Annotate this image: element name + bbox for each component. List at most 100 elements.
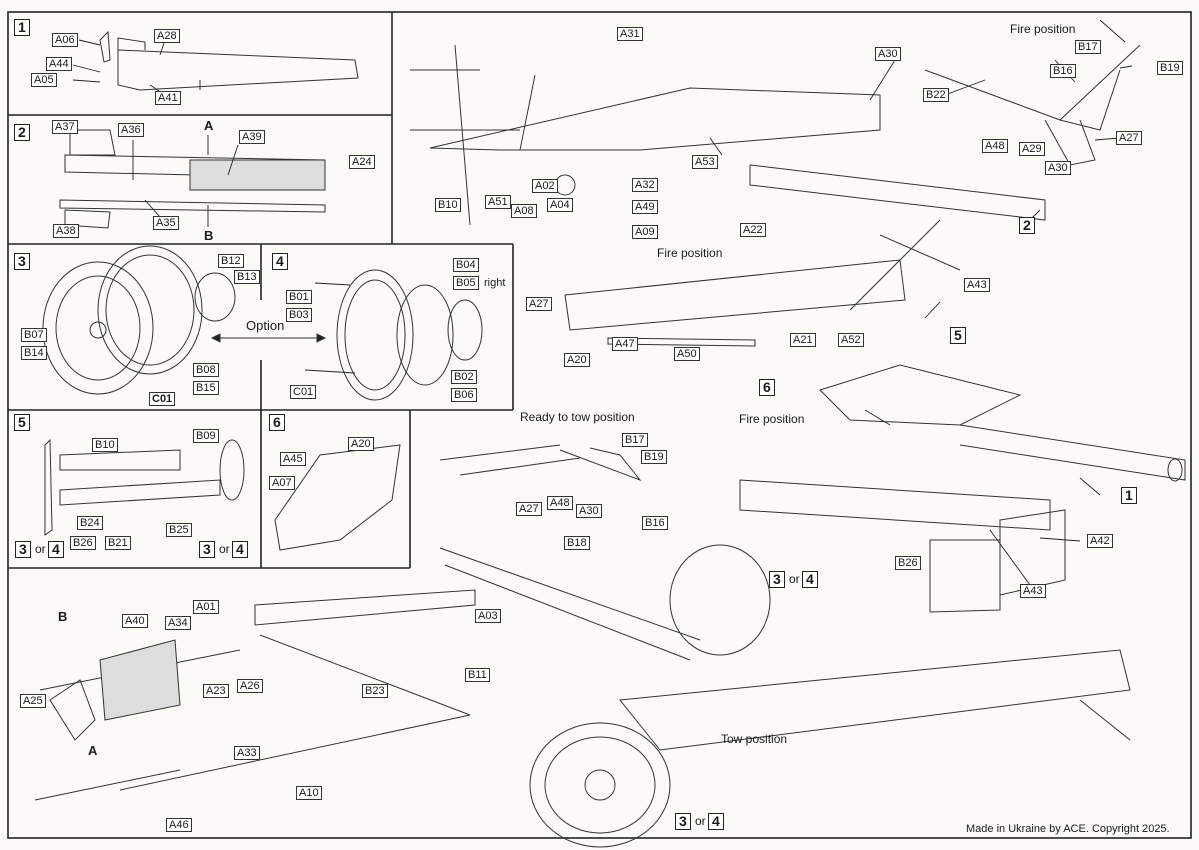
part-label: A42 xyxy=(1087,534,1113,548)
arrow-letter-a: A xyxy=(204,118,214,133)
part-label: B10 xyxy=(435,198,461,212)
ready-to-tow-caption: Ready to tow position xyxy=(520,410,635,424)
part-label: B21 xyxy=(105,536,131,550)
part-label: A53 xyxy=(692,155,718,169)
part-label: B05 xyxy=(453,276,479,290)
part-label: A50 xyxy=(674,347,700,361)
step-ref-4: 4 xyxy=(708,813,724,830)
right-note: right xyxy=(484,277,506,289)
part-label: A05 xyxy=(31,73,57,87)
part-label: A41 xyxy=(155,91,181,105)
part-label: A31 xyxy=(617,27,643,41)
part-label: B17 xyxy=(1075,40,1101,54)
part-label: A06 xyxy=(52,33,78,47)
part-label: B17 xyxy=(622,433,648,447)
step-number-5: 5 xyxy=(14,414,30,431)
part-label: B22 xyxy=(923,88,949,102)
step-ref-3: 3 xyxy=(199,541,215,558)
part-label: A43 xyxy=(1020,584,1046,598)
part-label: A52 xyxy=(838,333,864,347)
part-label: A02 xyxy=(532,179,558,193)
part-label: A29 xyxy=(1019,142,1045,156)
part-label: B12 xyxy=(218,254,244,268)
part-label: A36 xyxy=(118,123,144,137)
part-label: A48 xyxy=(982,139,1008,153)
part-label: B19 xyxy=(641,450,667,464)
fire-position-caption: Fire position xyxy=(657,246,723,260)
part-label: A32 xyxy=(632,178,658,192)
option-caption: Option xyxy=(246,318,285,333)
part-label: B06 xyxy=(451,388,477,402)
part-label: A30 xyxy=(576,504,602,518)
step-ref-3: 3 xyxy=(769,571,785,588)
part-label: A28 xyxy=(154,29,180,43)
part-label: A30 xyxy=(875,47,901,61)
part-label: A20 xyxy=(564,353,590,367)
arrow-letter-b: B xyxy=(58,609,68,624)
step-ref-6: 6 xyxy=(759,379,775,396)
part-label: A24 xyxy=(349,155,375,169)
or-text: or xyxy=(695,814,706,828)
part-label: A44 xyxy=(46,57,72,71)
part-label: B03 xyxy=(286,308,312,322)
part-label: B19 xyxy=(1157,61,1183,75)
part-label: B07 xyxy=(21,328,47,342)
step-ref-5: 5 xyxy=(950,327,966,344)
part-label: A47 xyxy=(612,337,638,351)
step-number-3: 3 xyxy=(14,253,30,270)
part-label: A27 xyxy=(526,297,552,311)
part-label: A46 xyxy=(166,818,192,832)
part-label: A37 xyxy=(52,120,78,134)
part-label: A25 xyxy=(20,694,46,708)
part-label: B18 xyxy=(564,536,590,550)
part-label: A49 xyxy=(632,200,658,214)
part-label: A43 xyxy=(964,278,990,292)
step-ref-1: 1 xyxy=(1121,487,1137,504)
part-label: A04 xyxy=(547,198,573,212)
part-label: A22 xyxy=(740,223,766,237)
part-label: C01 xyxy=(290,385,317,399)
part-label: B02 xyxy=(451,370,477,384)
part-label: A33 xyxy=(234,746,260,760)
fire-position-caption: Fire position xyxy=(1010,22,1076,36)
part-label: A30 xyxy=(1045,161,1071,175)
step-number-4: 4 xyxy=(272,253,288,270)
part-label: B08 xyxy=(193,363,219,377)
part-label: A07 xyxy=(269,476,295,490)
step-number-1: 1 xyxy=(14,19,30,36)
part-label: A20 xyxy=(348,437,374,451)
step-ref-3: 3 xyxy=(675,813,691,830)
step-ref-4: 4 xyxy=(48,541,64,558)
step-number-6: 6 xyxy=(269,414,285,431)
part-label: A48 xyxy=(547,496,573,510)
or-text: or xyxy=(35,542,46,556)
part-label: A10 xyxy=(296,786,322,800)
part-label: A45 xyxy=(280,452,306,466)
part-label: A23 xyxy=(203,684,229,698)
arrow-letter-a: A xyxy=(88,743,98,758)
part-label: B11 xyxy=(465,668,490,682)
part-label: B26 xyxy=(895,556,921,570)
fire-position-caption: Fire position xyxy=(739,412,805,426)
part-label: A08 xyxy=(511,204,537,218)
sheet-frame xyxy=(7,11,1192,839)
part-label: A27 xyxy=(1116,131,1142,145)
part-label: A38 xyxy=(53,224,79,238)
part-label: A09 xyxy=(632,225,658,239)
part-label: A01 xyxy=(193,600,219,614)
part-label: A35 xyxy=(153,216,179,230)
part-label: A40 xyxy=(122,614,148,628)
part-label: B16 xyxy=(642,516,668,530)
part-label: B24 xyxy=(77,516,103,530)
step-ref-4: 4 xyxy=(802,571,818,588)
part-label: B10 xyxy=(92,438,118,452)
part-label: B01 xyxy=(286,290,312,304)
part-label: A34 xyxy=(165,616,191,630)
or-text: or xyxy=(789,572,800,586)
part-label: B15 xyxy=(193,381,219,395)
part-label: A26 xyxy=(237,679,263,693)
part-label: B16 xyxy=(1050,64,1076,78)
step-ref-3: 3 xyxy=(15,541,31,558)
